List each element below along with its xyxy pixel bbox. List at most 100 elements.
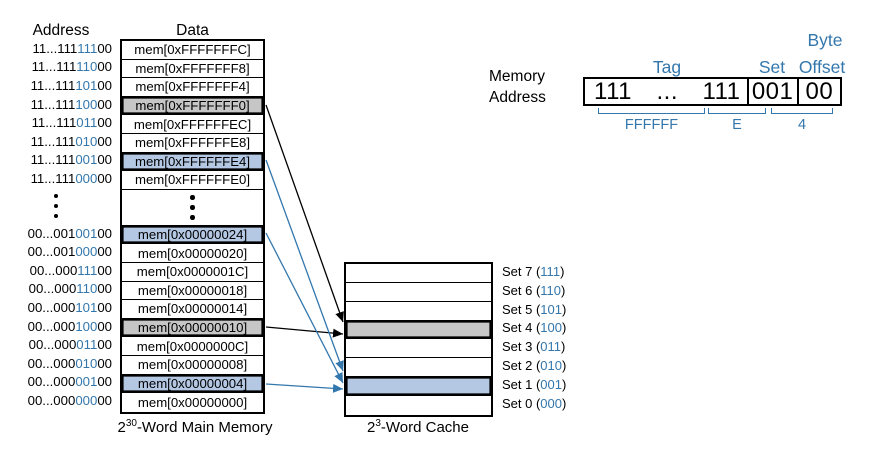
memory-cell-text: mem[0x00000000] (137, 394, 248, 410)
memory-cell-text: mem[0xFFFFFFE4] (134, 153, 251, 169)
cache-set-label: Set 6 (110) (502, 281, 592, 300)
cache-set-row (346, 339, 491, 359)
memory-cell-text: mem[0x00000018] (137, 282, 248, 298)
memory-cell-text: mem[0xFFFFFFF4] (135, 79, 250, 95)
memory-row: mem[0x0000001C] (122, 263, 263, 282)
address-tag-bits: 11...111 (31, 115, 77, 131)
caption-text: -Word Cache (380, 419, 469, 436)
set-label-text: ) (562, 358, 567, 374)
set-label-text: ) (562, 376, 567, 392)
memory-cell-text: mem[0x00000004] (137, 375, 248, 391)
address-tag-bits: 00...000 (27, 355, 76, 371)
hex-group-e: E (732, 117, 742, 133)
memory-address-label: Memory Address (489, 67, 546, 108)
set-label-text: ) (561, 339, 566, 355)
address-offset-bits: 00 (97, 40, 112, 56)
address-set-bits: 010 (75, 133, 98, 149)
set-label-text: ) (560, 263, 565, 279)
memory-cell-text: mem[0xFFFFFFEC] (133, 116, 252, 132)
cache-set-row (346, 377, 491, 396)
address-set-bits: 000 (75, 244, 98, 260)
address-set-bits: 100 (75, 96, 98, 112)
address-set-bits: 111 (77, 262, 98, 278)
memory-cell-text: mem[0x0000001C] (136, 264, 249, 280)
address-set-bits: 000 (75, 392, 98, 408)
memory-row: mem[0xFFFFFFF0] (122, 96, 263, 116)
memory-row: mem[0xFFFFFFF4] (122, 78, 263, 97)
address-offset-bits: 00 (97, 355, 112, 371)
address-set-bits: 110 (76, 281, 98, 297)
arrow-mem-00000024-to-set1 (265, 232, 344, 384)
byte-offset-field: 00 (796, 79, 840, 104)
caption-exponent: 3 (375, 418, 381, 429)
set-label-text: Set 0 ( (502, 395, 541, 411)
hex-group-4: 4 (797, 117, 807, 133)
address-offset-bits: 00 (97, 96, 112, 112)
memory-row: mem[0x00000018] (122, 282, 263, 301)
memory-row: mem[0xFFFFFFE0] (122, 171, 263, 190)
tag-bits-right: 111 (702, 78, 741, 105)
set-label-bits: 100 (540, 320, 562, 336)
address-set-bits: 111 (77, 40, 98, 56)
cache-set-label: Set 0 (000) (502, 394, 592, 413)
ellipsis-dots (53, 188, 59, 224)
tag-field-label: Tag (652, 57, 682, 77)
memory-row: mem[0x00000020] (122, 244, 263, 263)
memory-cell-text: mem[0xFFFFFFFC] (134, 42, 251, 58)
memory-row: mem[0xFFFFFFF8] (122, 60, 263, 79)
set-field: 001 (746, 79, 797, 104)
address-tag-bits: 00...000 (28, 281, 77, 297)
memory-row: mem[0x00000004] (122, 374, 263, 394)
tag-field: 111 ... 111 (585, 79, 747, 104)
main-memory-table: mem[0xFFFFFFFC] mem[0xFFFFFFF8] mem[0xFFFF… (120, 39, 265, 414)
address-offset-bits: 00 (97, 170, 112, 186)
cache-caption: 23-Word Cache (343, 418, 493, 436)
address-offset-bits: 00 (97, 299, 112, 315)
hex-bracket-4 (771, 108, 833, 114)
caption-base: 2 (367, 419, 376, 436)
address-offset-bits: 00 (97, 318, 112, 334)
memory-row: mem[0xFFFFFFEC] (122, 115, 263, 134)
address-tag-bits: 11...111 (30, 96, 76, 112)
set-label-bits: 101 (540, 301, 562, 317)
address-tag-bits: 00...000 (27, 374, 76, 390)
arrow-mem-ffffffe4-to-set1 (265, 159, 344, 372)
address-offset-bits: 00 (97, 244, 112, 260)
set-field-label: Set (758, 57, 786, 77)
memory-cell-text: mem[0x00000014] (137, 301, 248, 317)
cache-set-label: Set 3 (011) (502, 337, 592, 356)
address-tag-bits: 11...111 (30, 77, 76, 93)
arrow-mem-00000004-to-set1 (265, 383, 344, 393)
cache-set-label: Set 2 (010) (502, 356, 592, 375)
address-offset-bits: 00 (97, 392, 112, 408)
set-label-text: Set 1 ( (502, 376, 541, 392)
memory-row: mem[0x00000008] (122, 356, 263, 375)
arrow-mem-00000010-to-set4 (265, 326, 344, 338)
set-label-bits: 010 (540, 358, 562, 374)
address-offset-bits: 00 (97, 133, 112, 149)
arrow-mem-fffffff0-to-set4 (265, 104, 344, 323)
memory-cell-text: mem[0x00000024] (137, 227, 248, 243)
address-column-header: Address (32, 22, 90, 39)
address-offset-bits: 00 (97, 77, 112, 93)
memory-row: mem[0x00000000] (122, 393, 263, 412)
memory-cell-text: mem[0x00000008] (137, 357, 248, 373)
address-offset-bits: 00 (97, 262, 112, 278)
memory-cell-text: mem[0xFFFFFFF8] (135, 60, 250, 76)
memory-cell-text: mem[0x00000010] (137, 320, 248, 336)
offset-field-label: Offset (798, 57, 846, 77)
